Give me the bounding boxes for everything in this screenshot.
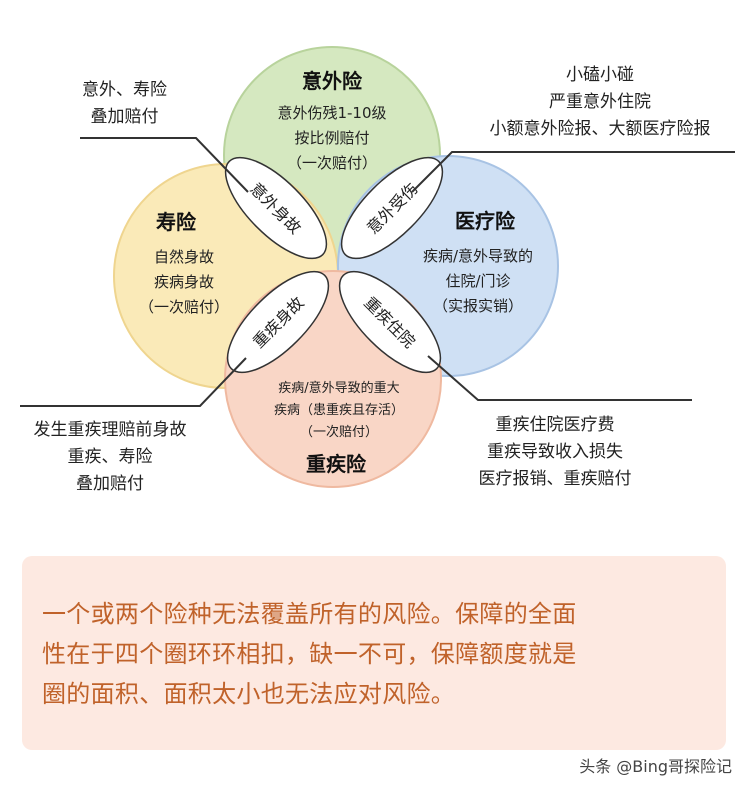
annotation-top-left-line-1: 意外、寿险: [82, 80, 167, 100]
summary-line-1: 一个或两个险种无法覆盖所有的风险。保障的全面: [42, 600, 577, 628]
annotation-top-right: 小磕小碰 严重意外住院 小额意外险报、大额医疗险报: [470, 62, 730, 143]
summary-line-3: 圈的面积、面积太小也无法应对风险。: [42, 680, 456, 708]
life-line-3: （一次赔付）: [139, 298, 229, 316]
medical-line-3: （实报实销）: [433, 297, 523, 315]
lens-accident-life: [224, 156, 328, 260]
accident-title: 意外险: [302, 69, 363, 93]
annotation-bottom-left-line-2: 重疾、寿险: [67, 447, 153, 467]
annotation-bottom-left-line-3: 叠加赔付: [76, 474, 144, 494]
annotation-bottom-right: 重疾住院医疗费 重疾导致收入损失 医疗报销、重疾赔付: [455, 412, 655, 493]
medical-line-2: 住院/门诊: [445, 272, 510, 290]
annotation-bottom-right-line-3: 医疗报销、重疾赔付: [478, 469, 632, 489]
accident-line-2: 按比例赔付: [294, 129, 369, 147]
summary-box: [22, 556, 726, 750]
annotation-top-right-line-1: 小磕小碰: [566, 65, 634, 85]
annotation-top-left: 意外、寿险 叠加赔付: [82, 77, 167, 131]
critical-line-3: （一次赔付）: [300, 424, 378, 440]
annotation-bottom-left: 发生重疾理赔前身故 重疾、寿险 叠加赔付: [20, 417, 200, 498]
summary-line-2: 性在于四个圈环环相扣，缺一不可，保障额度就是: [42, 640, 577, 668]
life-line-2: 疾病身故: [154, 273, 214, 291]
critical-title: 重疾险: [306, 452, 367, 476]
medical-title: 医疗险: [455, 209, 516, 233]
critical-line-1: 疾病/意外导致的重大: [278, 380, 399, 396]
annotation-top-right-line-3: 小额意外险报、大额医疗险报: [489, 119, 711, 139]
annotation-bottom-right-line-2: 重疾导致收入损失: [487, 442, 623, 462]
annotation-top-right-line-2: 严重意外住院: [549, 92, 651, 112]
lens-life-critical: [226, 270, 330, 374]
leader-bottom-right: [427, 355, 692, 401]
leader-bottom-left: [20, 357, 247, 407]
footer-watermark: 头条 @Bing哥探险记: [579, 757, 732, 776]
life-line-1: 自然身故: [154, 248, 214, 266]
lens-accident-medical: [340, 156, 444, 260]
annotation-bottom-right-line-1: 重疾住院医疗费: [495, 415, 615, 435]
lens-medical-critical: [338, 270, 442, 374]
annotation-bottom-left-line-1: 发生重疾理赔前身故: [33, 420, 187, 440]
annotation-top-left-line-2: 叠加赔付: [90, 107, 159, 127]
accident-line-1: 意外伤残1-10级: [277, 104, 386, 122]
accident-line-3: （一次赔付）: [287, 154, 377, 172]
leader-top-right: [411, 151, 735, 193]
medical-line-1: 疾病/意外导致的: [423, 247, 533, 265]
life-title: 寿险: [156, 210, 197, 234]
leader-top-left: [80, 137, 249, 193]
critical-line-2: 疾病（患重疾且存活）: [274, 402, 404, 418]
